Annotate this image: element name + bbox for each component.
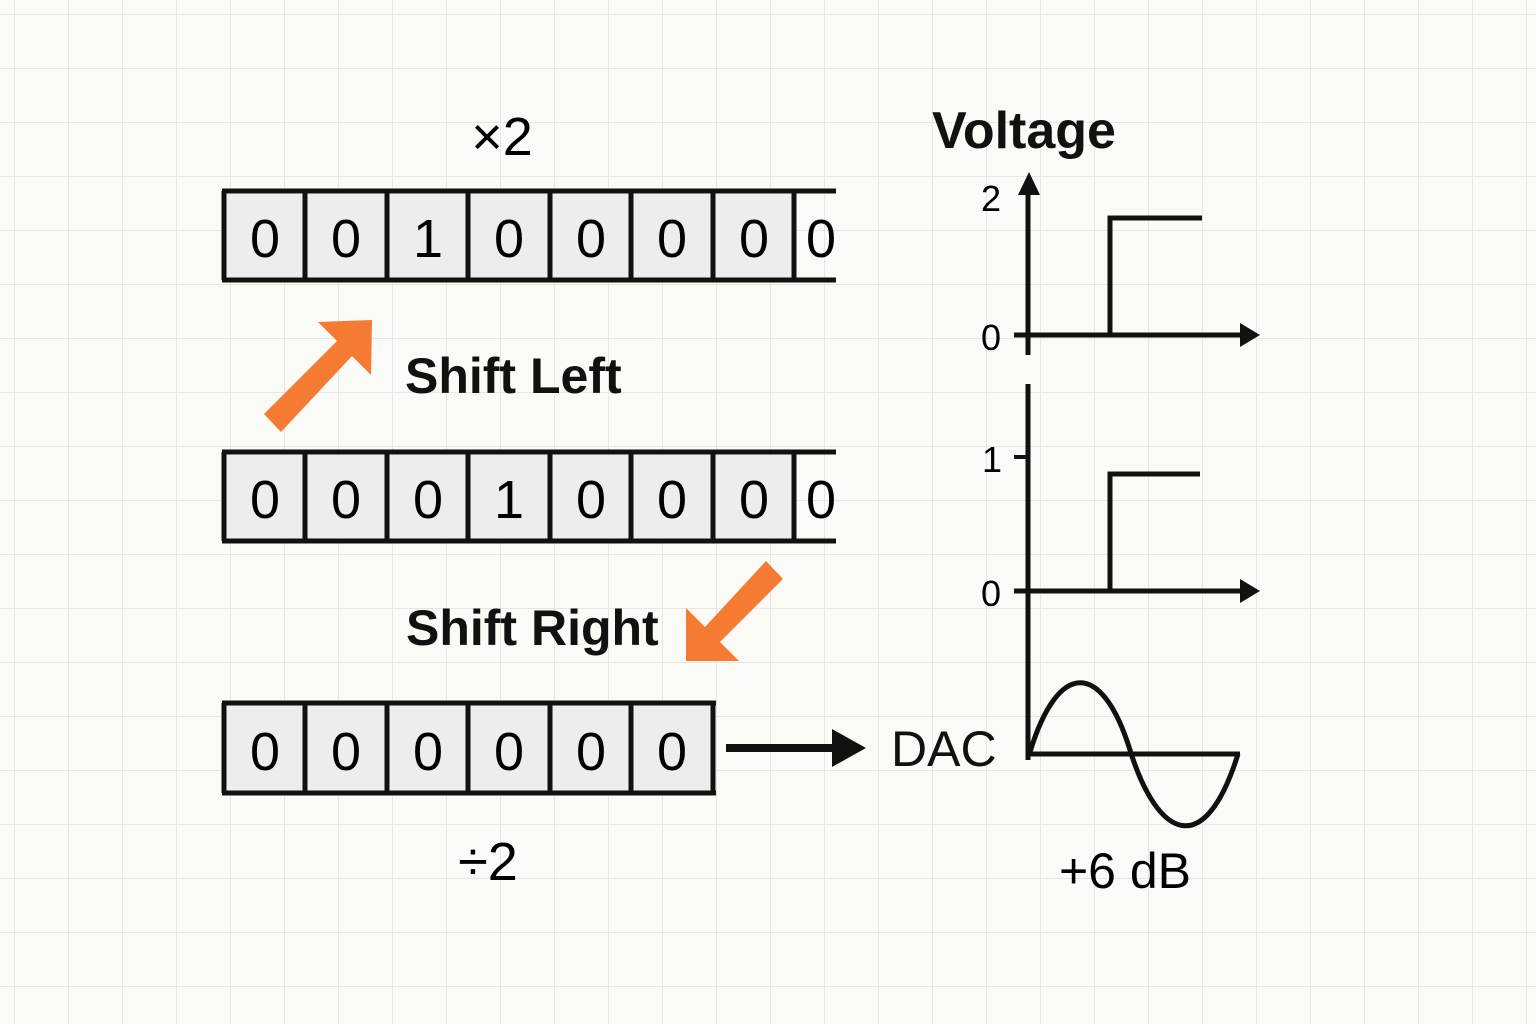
bit-cell: 0 [739, 209, 769, 269]
lower-step-signal [1107, 471, 1200, 591]
bit-cell: 0 [331, 209, 361, 269]
multiply-by-two-label: ×2 [471, 107, 533, 167]
bit-cell: 0 [250, 470, 280, 530]
top-register-body [224, 194, 796, 278]
bit-cell-partial: 0 [806, 470, 836, 530]
bottom-register: 0 0 0 0 0 0 [221, 700, 716, 796]
upper-x-axis-arrow-icon [1240, 323, 1260, 347]
bit-cell: 0 [250, 722, 280, 782]
top-register: 0 0 1 0 0 0 0 0 [221, 188, 836, 283]
shift-right-label: Shift Right [406, 600, 659, 656]
upper-tick-0: 0 [981, 317, 1001, 358]
sine-wave-signal [1027, 680, 1241, 829]
bit-cell: 0 [657, 209, 687, 269]
bit-cell: 0 [657, 470, 687, 530]
divide-by-two-label: ÷2 [458, 832, 518, 892]
bit-cell-partial: 0 [806, 209, 836, 269]
middle-register-body [224, 455, 796, 539]
upper-tick-2: 2 [981, 178, 1001, 219]
shift-right-arrow-icon [686, 561, 783, 661]
bit-cell: 0 [576, 209, 606, 269]
upper-y-axis-arrow-icon [1018, 172, 1040, 195]
lower-tick-1: 1 [982, 439, 1002, 480]
bit-cell: 0 [250, 209, 280, 269]
dac-arrow-icon [832, 729, 866, 767]
lower-x-axis-arrow-icon [1240, 579, 1260, 603]
bit-cell: 0 [331, 722, 361, 782]
shift-left-label: Shift Left [405, 348, 622, 404]
voltage-title: Voltage [932, 102, 1116, 160]
bit-cell: 0 [413, 470, 443, 530]
bit-cell: 0 [494, 209, 524, 269]
lower-tick-0: 0 [981, 573, 1001, 614]
bit-cell: 0 [576, 722, 606, 782]
bit-cell: 0 [576, 470, 606, 530]
bit-cell: 1 [494, 470, 524, 530]
upper-step-signal [1107, 215, 1202, 335]
shift-left-arrow-icon [264, 320, 372, 432]
bit-cell: 0 [657, 722, 687, 782]
gain-label: +6 dB [1059, 843, 1191, 899]
dac-label: DAC [891, 721, 997, 777]
bit-cell: 0 [331, 470, 361, 530]
bit-cell: 0 [494, 722, 524, 782]
bit-cell: 0 [413, 722, 443, 782]
middle-register: 0 0 0 1 0 0 0 0 [221, 449, 836, 544]
bit-cell: 0 [739, 470, 769, 530]
bit-cell: 1 [413, 209, 443, 269]
